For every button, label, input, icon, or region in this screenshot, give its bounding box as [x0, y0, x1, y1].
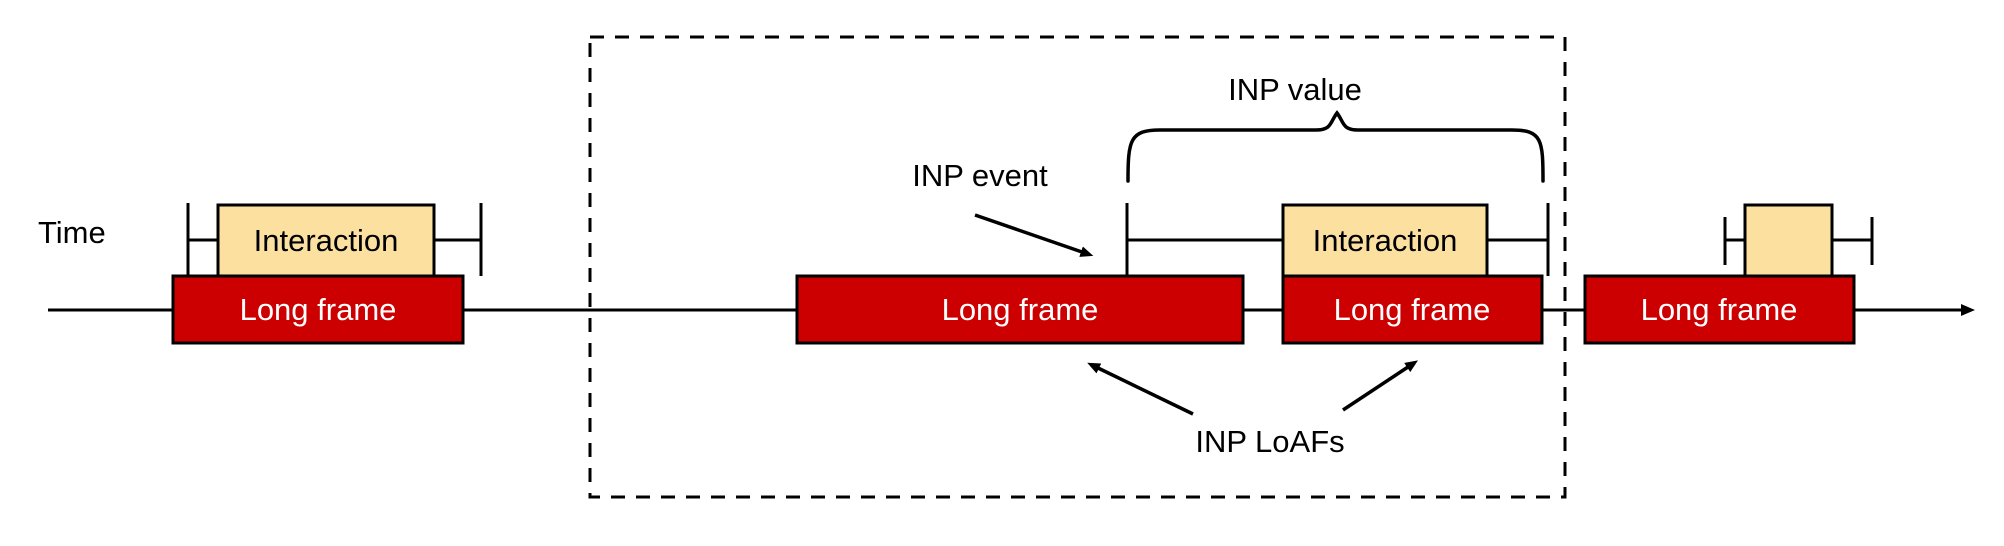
long-frame-4: [1583, 274, 1856, 345]
interaction-1-label: Interaction: [254, 223, 399, 258]
interaction-2-duration-marker: [1125, 203, 1550, 276]
interaction-3-duration-marker: [1723, 217, 1874, 265]
interaction-3: [1743, 203, 1834, 278]
interaction-1-duration-marker: [186, 203, 483, 276]
interaction-2-label: Interaction: [1313, 223, 1458, 258]
time-axis-label: Time: [38, 215, 106, 250]
inp-event-arrow: [974, 213, 1094, 257]
inp-event-label: INP event: [912, 158, 1048, 193]
inp-value-label: INP value: [1228, 72, 1362, 107]
long-frame-2: [795, 274, 1245, 345]
inp-region-dashed-box: [588, 35, 1567, 499]
inp-loafs-label: INP LoAFs: [1195, 424, 1344, 459]
inp-loafs-arrow-right: [1342, 360, 1419, 412]
long-frame-2-label: Long frame: [942, 292, 1099, 327]
inp-value-brace: [1126, 110, 1545, 183]
long-frame-3-label: Long frame: [1334, 292, 1491, 327]
interaction-1: [216, 203, 436, 278]
inp-loafs-arrow-left: [1087, 362, 1194, 416]
long-frame-4-label: Long frame: [1641, 292, 1798, 327]
long-frame-1-label: Long frame: [240, 292, 397, 327]
inp-value-brace-path: [1126, 110, 1545, 183]
interaction-2: [1281, 203, 1489, 278]
